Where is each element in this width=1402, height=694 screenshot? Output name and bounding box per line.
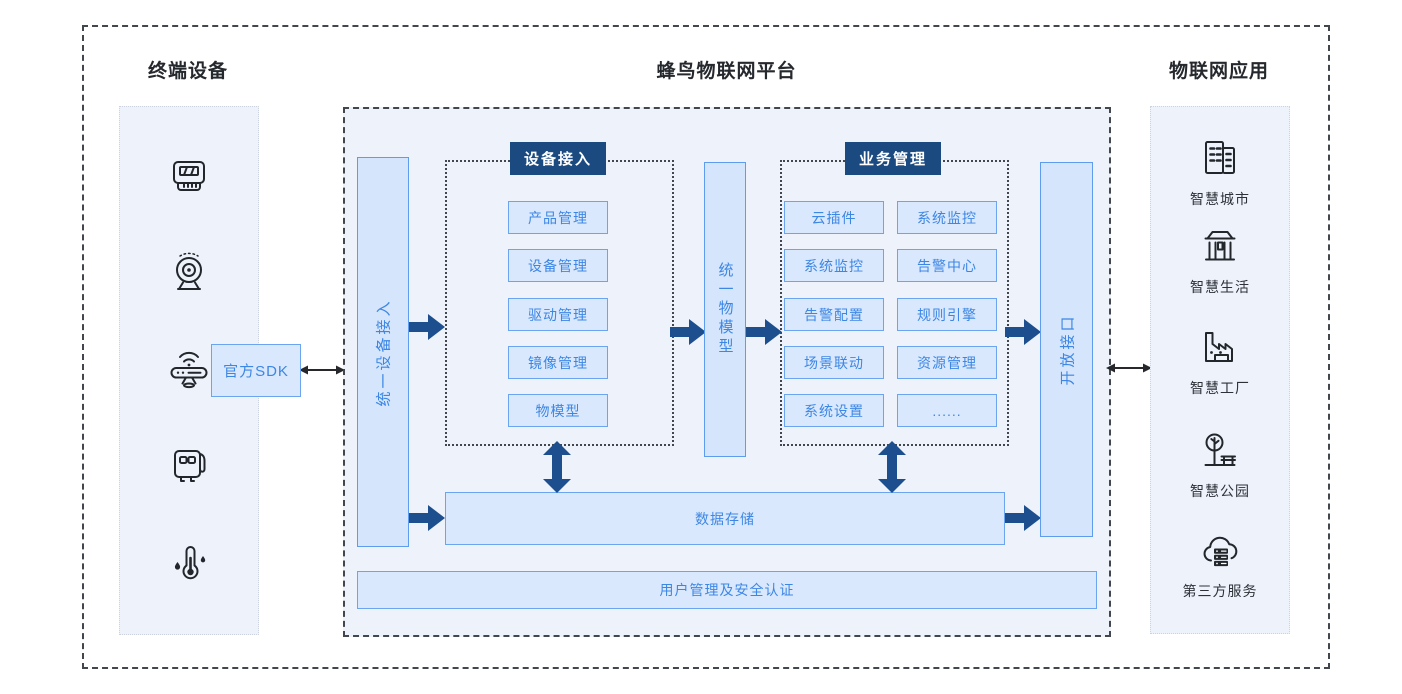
application-item: 智慧城市 — [1151, 137, 1289, 209]
business-item: 云插件 — [784, 201, 884, 234]
device-access-header: 设备接入 — [510, 142, 606, 175]
business-item: 场景联动 — [784, 346, 884, 379]
double-arrow-device-storage — [543, 441, 571, 493]
application-label: 智慧公园 — [1190, 483, 1250, 499]
double-arrow-business-storage — [878, 441, 906, 493]
camera-icon — [120, 251, 258, 295]
user-auth-box: 用户管理及安全认证 — [357, 571, 1097, 609]
business-item: 系统监控 — [897, 201, 997, 234]
arrow-business-to-openapi — [1005, 319, 1041, 345]
smart-park-icon — [1204, 433, 1236, 466]
business-management-header: 业务管理 — [845, 142, 941, 175]
arrow-device-access-in — [409, 314, 445, 340]
open-api-label: 开放接口 — [1059, 313, 1077, 386]
third-party-cloud-icon — [1203, 536, 1238, 567]
device-access-item: 设备管理 — [508, 249, 608, 282]
smart-factory-icon — [1205, 332, 1233, 362]
outer-dashed-frame — [82, 25, 1330, 669]
smart-city-icon — [1205, 141, 1235, 174]
application-item: 智慧公园 — [1151, 429, 1289, 501]
electric-meter-icon — [120, 155, 258, 199]
business-item: 告警中心 — [897, 249, 997, 282]
sdk-platform-double-arrow — [299, 365, 345, 375]
business-item: ...... — [897, 394, 997, 427]
business-item: 资源管理 — [897, 346, 997, 379]
data-storage-box: 数据存储 — [445, 492, 1005, 545]
business-item: 系统监控 — [784, 249, 884, 282]
business-item: 系统设置 — [784, 394, 884, 427]
application-label: 智慧城市 — [1190, 191, 1250, 207]
application-item: 智慧生活 — [1151, 225, 1289, 297]
application-item: 智慧工厂 — [1151, 326, 1289, 398]
unified-thing-model-label: 统一物模型 — [716, 262, 734, 357]
charging-box-icon — [120, 443, 258, 487]
unified-device-access-label: 统一设备接入 — [375, 297, 393, 407]
iot-applications-panel: 智慧城市 智慧生活 智慧工厂 — [1150, 106, 1290, 634]
device-access-item: 驱动管理 — [508, 298, 608, 331]
device-access-item: 物模型 — [508, 394, 608, 427]
arrow-bar-to-storage — [409, 505, 445, 531]
business-item: 规则引擎 — [897, 298, 997, 331]
application-label: 智慧工厂 — [1190, 380, 1250, 396]
applications-section-title: 物联网应用 — [1168, 61, 1269, 82]
smart-life-icon — [1204, 231, 1236, 261]
platform-section-title: 蜂鸟物联网平台 — [656, 61, 797, 82]
gateway-router-icon — [120, 348, 258, 392]
terminal-section-title: 终端设备 — [147, 61, 228, 82]
platform-apps-double-arrow — [1106, 363, 1152, 373]
thermometer-icon — [120, 542, 258, 586]
unified-device-access-bar: 统一设备接入 — [357, 157, 409, 547]
device-access-item: 镜像管理 — [508, 346, 608, 379]
platform-container: 统一设备接入 设备接入 产品管理 设备管理 驱动管理 镜像管理 物模型 统一物模… — [343, 107, 1111, 637]
open-api-bar: 开放接口 — [1040, 162, 1093, 537]
application-item: 第三方服务 — [1151, 529, 1289, 601]
unified-thing-model-bar: 统一物模型 — [704, 162, 746, 457]
application-label: 智慧生活 — [1190, 279, 1250, 295]
arrow-storage-to-openapi — [1005, 505, 1041, 531]
arrow-to-thing-model — [670, 319, 706, 345]
official-sdk-box: 官方SDK — [211, 344, 301, 397]
device-access-item: 产品管理 — [508, 201, 608, 234]
arrow-to-business — [746, 319, 782, 345]
business-item: 告警配置 — [784, 298, 884, 331]
application-label: 第三方服务 — [1182, 583, 1258, 599]
